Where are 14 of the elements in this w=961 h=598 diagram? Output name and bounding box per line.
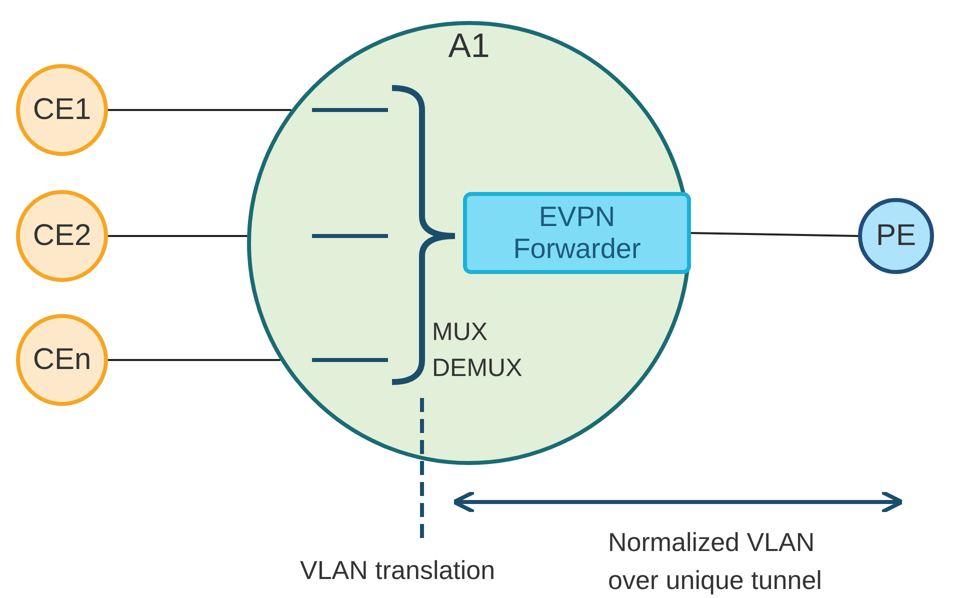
node-label: A1 bbox=[447, 27, 491, 66]
ce-circle: CE2 bbox=[16, 190, 108, 282]
caption-label: Normalized VLAN over unique tunnel bbox=[608, 526, 823, 597]
pe-circle: PE bbox=[858, 198, 934, 274]
link-line bbox=[108, 109, 292, 111]
mux-label: MUX DEMUX bbox=[432, 317, 524, 384]
ce-circle: CEn bbox=[16, 314, 108, 406]
ce-circle: CE1 bbox=[16, 64, 108, 156]
forwarder-box: EVPN Forwarder bbox=[463, 192, 691, 274]
router-circle bbox=[247, 21, 691, 465]
link-line bbox=[690, 232, 858, 237]
caption-label: VLAN translation bbox=[300, 554, 496, 587]
link-line bbox=[108, 359, 280, 361]
link-line bbox=[108, 235, 248, 237]
